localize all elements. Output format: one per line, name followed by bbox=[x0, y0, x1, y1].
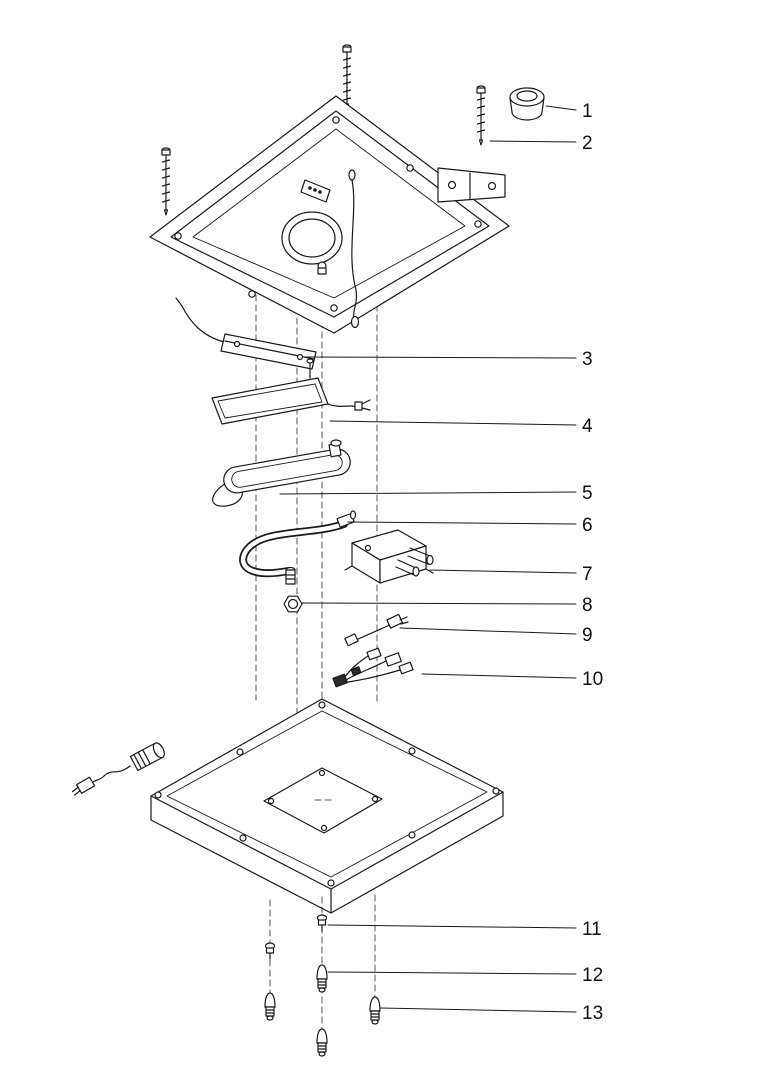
leader-line-11 bbox=[327, 924, 577, 929]
coiled-tube bbox=[281, 211, 343, 275]
leader-line-6 bbox=[347, 521, 577, 525]
callout-label-3: 3 bbox=[582, 349, 593, 370]
hose-part6 bbox=[239, 510, 357, 585]
side-bracket bbox=[437, 167, 506, 203]
cable-gland bbox=[71, 742, 165, 796]
callout-label-12: 12 bbox=[582, 965, 603, 986]
mounting-screw-left bbox=[161, 147, 171, 216]
callout-label-4: 4 bbox=[582, 416, 593, 437]
bulb bbox=[264, 992, 276, 1021]
leader-line-1 bbox=[545, 105, 577, 111]
access-plate bbox=[263, 767, 383, 834]
bulb-part13 bbox=[369, 996, 381, 1025]
callout-label-9: 9 bbox=[582, 625, 593, 646]
small-screw bbox=[264, 942, 276, 960]
leader-line-4 bbox=[329, 420, 577, 426]
leader-line-7 bbox=[429, 569, 577, 574]
callout-label-2: 2 bbox=[582, 133, 593, 154]
leader-line-9 bbox=[399, 627, 577, 635]
leader-line-2 bbox=[489, 140, 577, 143]
cover-panel bbox=[192, 128, 466, 299]
bulb-part12 bbox=[316, 964, 328, 993]
mounting-screw-middle bbox=[342, 44, 352, 110]
callout-labels: 1 2 3 4 5 6 7 8 9 10 11 12 13 bbox=[582, 101, 603, 1024]
panel-screw bbox=[406, 164, 414, 172]
leader-line-8 bbox=[301, 602, 577, 605]
callout-label-5: 5 bbox=[582, 483, 593, 504]
hanging-cable bbox=[348, 169, 360, 329]
panel-screw bbox=[332, 116, 340, 124]
ballast-box-part7 bbox=[344, 529, 434, 584]
hex-nut-part8 bbox=[283, 595, 303, 613]
panel-screw bbox=[330, 304, 338, 312]
bulb bbox=[316, 1028, 328, 1057]
frame-mount-part4 bbox=[211, 358, 371, 425]
leader-line-13 bbox=[380, 1007, 577, 1013]
panel-screw bbox=[474, 220, 482, 228]
panel-screw bbox=[248, 290, 256, 298]
small-screw-part11 bbox=[316, 914, 328, 932]
leader-line-5 bbox=[279, 491, 577, 495]
leader-line-10 bbox=[421, 673, 577, 679]
callout-label-6: 6 bbox=[582, 515, 593, 536]
cover-assembly bbox=[149, 44, 510, 334]
leader-lines bbox=[279, 105, 577, 1013]
reflector-part5 bbox=[212, 439, 351, 507]
callout-label-13: 13 bbox=[582, 1003, 603, 1024]
callout-label-8: 8 bbox=[582, 595, 593, 616]
bracket-part3 bbox=[175, 297, 317, 370]
callout-label-7: 7 bbox=[582, 564, 593, 585]
leader-line-12 bbox=[327, 971, 577, 975]
cable-part9 bbox=[344, 613, 409, 647]
callout-label-10: 10 bbox=[582, 669, 603, 690]
rating-plate bbox=[300, 179, 331, 203]
panel-screw bbox=[174, 232, 182, 240]
mounting-screw-right-part2 bbox=[476, 85, 486, 146]
callout-label-1: 1 bbox=[582, 101, 593, 122]
grommet-part1 bbox=[509, 87, 545, 121]
leader-line-3 bbox=[301, 356, 577, 359]
callout-label-11: 11 bbox=[582, 919, 602, 940]
wire-harness-part10 bbox=[332, 647, 414, 688]
housing-assembly bbox=[71, 698, 504, 914]
